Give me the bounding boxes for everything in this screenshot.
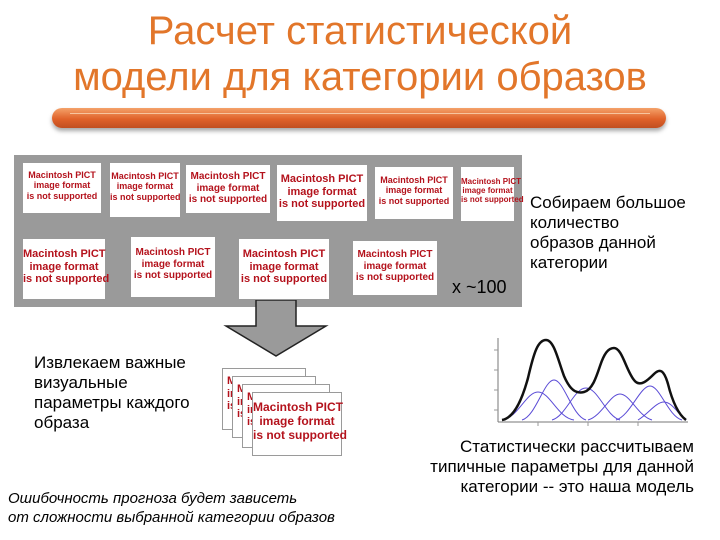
main-density-curve	[501, 338, 687, 422]
slide-title-line-1: Расчет статистической	[147, 9, 573, 53]
title-underline-bar	[52, 108, 666, 128]
count-label: x ~100	[452, 277, 507, 297]
slide-title-line-2: модели для категории образов	[73, 55, 647, 99]
distribution-plot	[494, 338, 688, 426]
title-underline-highlight	[70, 113, 650, 114]
stats-caption: Статистически рассчитываем типичные пара…	[430, 437, 694, 496]
slide-title: Расчет статистической модели для категор…	[0, 8, 720, 100]
error-note: Ошибочность прогноза будет зависеть от с…	[8, 490, 335, 526]
component-curves	[501, 379, 687, 421]
extract-caption: Извлекаем важные визуальные параметры ка…	[34, 353, 190, 432]
collect-caption: Собираем большое количество образов данн…	[530, 193, 686, 272]
down-arrow-icon	[223, 300, 329, 357]
